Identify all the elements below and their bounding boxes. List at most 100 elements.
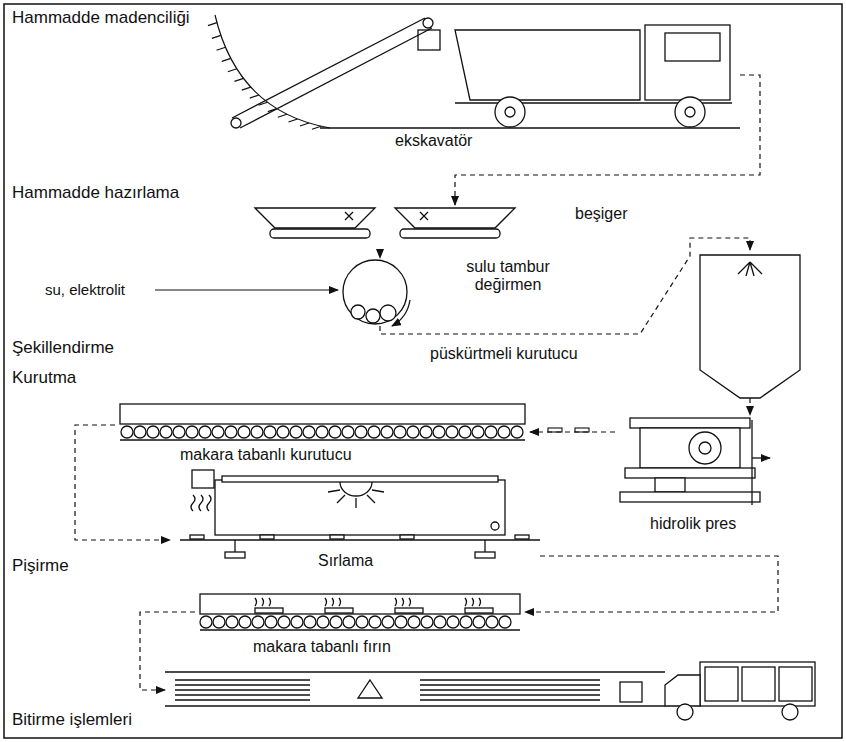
roller xyxy=(226,616,238,628)
drawing-rect xyxy=(260,535,274,539)
input-label: su, elektrolit xyxy=(45,280,125,300)
roller xyxy=(199,426,211,438)
spray-dryer xyxy=(700,255,800,398)
hatch xyxy=(312,126,321,129)
drawing-rect xyxy=(222,476,498,482)
drawing-line xyxy=(180,539,540,540)
drawing-line xyxy=(320,127,740,128)
drawing-line xyxy=(165,671,665,672)
stage-heading: Kurutma xyxy=(12,368,76,388)
mill-station: sulu tambur değirmen xyxy=(340,258,590,326)
hatch xyxy=(289,119,298,122)
flow-line xyxy=(140,612,195,690)
equipment-label: hidrolik pres xyxy=(650,515,736,533)
drawing-line xyxy=(200,629,520,630)
roller xyxy=(265,616,277,628)
drawing-rect xyxy=(700,662,815,706)
drawing-rect xyxy=(120,404,525,424)
roller xyxy=(290,426,302,438)
frame xyxy=(4,4,842,738)
drawing-circle xyxy=(677,704,693,720)
stack-line xyxy=(420,699,600,700)
drawing-circle xyxy=(505,107,515,117)
drawing-rect xyxy=(655,478,685,492)
roller xyxy=(134,426,146,438)
stage-heading: Şekillendirme xyxy=(12,338,114,358)
roller xyxy=(343,616,355,628)
roller xyxy=(421,616,433,628)
hydraulic-press xyxy=(620,418,770,505)
roller xyxy=(459,426,471,438)
roller xyxy=(433,426,445,438)
drawing-path xyxy=(738,262,762,276)
finishing-line xyxy=(165,672,665,706)
flow-arrow xyxy=(380,238,750,334)
roller xyxy=(368,426,380,438)
drawing-circle xyxy=(699,442,711,454)
drawing-polygon xyxy=(255,208,375,228)
stack-line xyxy=(175,684,310,685)
drawing-rect xyxy=(475,552,495,558)
roller xyxy=(485,426,497,438)
hatch xyxy=(234,78,243,81)
roller xyxy=(499,616,511,628)
roller xyxy=(304,616,316,628)
drawing-rect xyxy=(640,428,740,468)
roller xyxy=(395,616,407,628)
conveyor xyxy=(231,18,740,128)
drawing-rect xyxy=(645,25,730,100)
drawing-path xyxy=(340,482,372,496)
drawing-line xyxy=(484,540,485,552)
drawing-line xyxy=(165,705,665,706)
roller xyxy=(498,426,510,438)
roller xyxy=(238,426,250,438)
drawing-circle xyxy=(675,97,705,127)
equipment-label: püskürtmeli kurutucu xyxy=(430,345,578,363)
hatch xyxy=(278,114,287,117)
roller xyxy=(278,616,290,628)
drawing-circle xyxy=(366,309,380,323)
drawing-circle xyxy=(343,260,407,324)
drawing-rect xyxy=(255,608,283,613)
drawing-polygon xyxy=(395,208,515,228)
roller-dryer xyxy=(120,404,525,440)
drawing-rect xyxy=(190,535,204,539)
roller xyxy=(225,426,237,438)
stack-line xyxy=(175,699,310,700)
roller xyxy=(316,426,328,438)
roller xyxy=(408,616,420,628)
stack-line xyxy=(175,694,310,695)
stack-line xyxy=(420,684,600,685)
drawing-rect xyxy=(620,492,760,502)
roller xyxy=(251,426,263,438)
drawing-line xyxy=(752,457,770,458)
flow-arrow xyxy=(525,556,778,612)
feeder-station: beşiger xyxy=(250,205,635,250)
drawing-line xyxy=(232,18,425,118)
delivery-truck xyxy=(665,662,815,720)
drawing-rect xyxy=(665,33,720,61)
roller xyxy=(213,616,225,628)
drawing-rect xyxy=(225,552,245,558)
roller xyxy=(212,426,224,438)
hatch xyxy=(228,69,237,72)
stage-heading: Bitirme işlemleri xyxy=(12,710,132,730)
drawing-rect xyxy=(395,608,423,613)
drawing-line xyxy=(751,420,752,505)
drawing-rect xyxy=(270,229,370,238)
hatch xyxy=(250,95,259,98)
roller xyxy=(329,426,341,438)
roller xyxy=(511,426,523,438)
equipment-label: makara tabanlı kurutucu xyxy=(180,446,352,464)
drawing-rect xyxy=(325,608,353,613)
drawing-path xyxy=(328,490,384,508)
drawing-circle xyxy=(689,432,721,464)
roller xyxy=(420,426,432,438)
drawing-circle xyxy=(782,704,798,720)
drawing-circle xyxy=(380,305,396,321)
drawing-circle xyxy=(351,305,365,319)
dryer-station: makara tabanlı kurutucu xyxy=(115,400,530,470)
drawing-circle xyxy=(423,18,433,28)
roller xyxy=(317,616,329,628)
